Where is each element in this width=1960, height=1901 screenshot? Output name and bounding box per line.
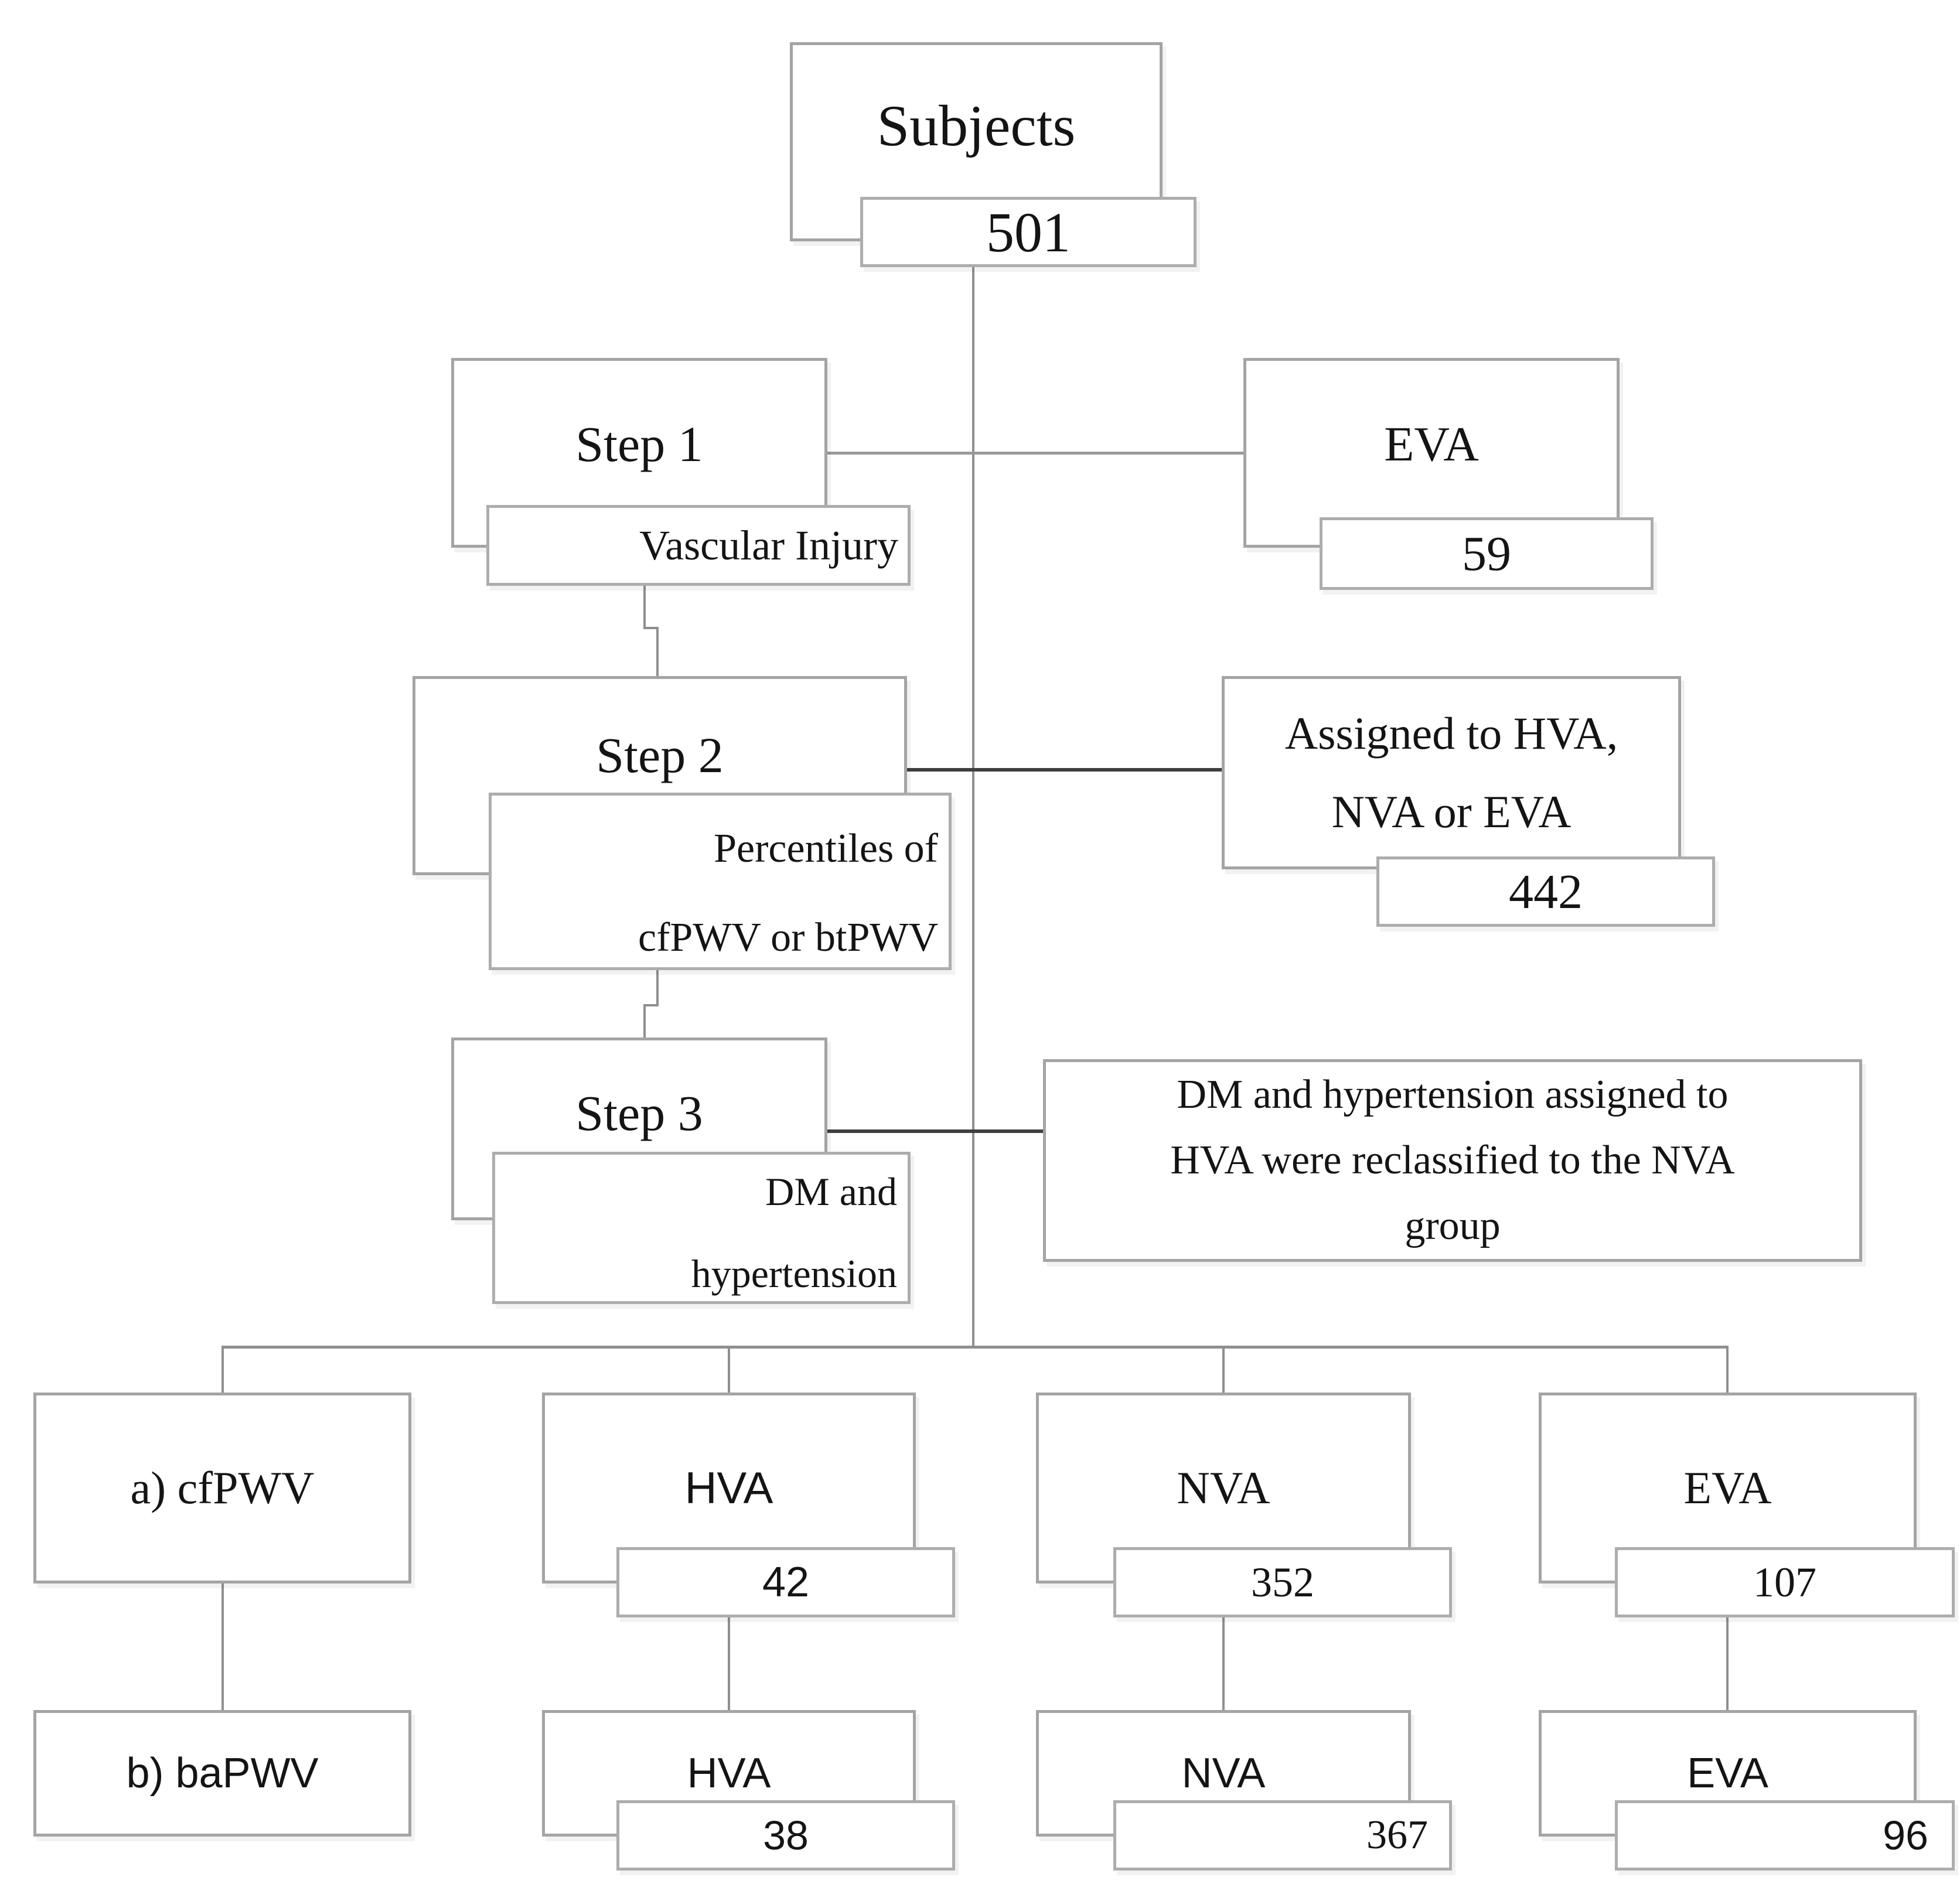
row-b-nva-count-box: 367: [1113, 1800, 1452, 1871]
row-b-hva-label: HVA: [687, 1750, 771, 1797]
row-b-hva-count: 38: [763, 1813, 809, 1858]
row-b-hva-count-box: 38: [616, 1800, 955, 1871]
assigned-label-line1: Assigned to HVA,: [1284, 708, 1618, 759]
row-a-eva-count: 107: [1753, 1558, 1816, 1606]
step1-sublabel: Vascular Injury: [639, 521, 898, 569]
row-b-nva-label: NVA: [1181, 1750, 1266, 1797]
step2-sublabel-line1: Percentiles of: [714, 825, 938, 871]
step3-sublabel-line2: hypertension: [691, 1251, 897, 1296]
reclassified-line3: group: [1405, 1203, 1501, 1248]
eva-initial-label: EVA: [1384, 417, 1479, 472]
connector-step2-step3-segment-1: [656, 969, 659, 1006]
connector-drop-nva: [1222, 1346, 1225, 1394]
eva-initial-count-box: 59: [1320, 517, 1654, 590]
connector-step1-step2-segment-2: [643, 627, 659, 629]
assigned-count-box: 442: [1376, 856, 1715, 927]
row-a-header-label: a) cfPWV: [130, 1462, 315, 1513]
connector-step1-step2-segment-3: [656, 627, 659, 677]
row-a-hva-count: 42: [762, 1559, 810, 1606]
connector-step3-reclassified: [827, 1129, 1043, 1133]
step2-label: Step 2: [596, 727, 724, 783]
subjects-count: 501: [986, 200, 1071, 264]
reclassified-line1: DM and hypertension assigned to: [1177, 1072, 1729, 1117]
row-a-eva-count-box: 107: [1615, 1547, 1955, 1617]
eva-initial-count: 59: [1462, 526, 1511, 581]
row-a-eva-label: EVA: [1683, 1462, 1772, 1513]
connector-drop-hva: [728, 1346, 730, 1394]
assigned-label-line2: NVA or EVA: [1331, 786, 1572, 837]
row-a-nva-label: NVA: [1177, 1462, 1270, 1513]
row-b-header-box: b) baPWV: [33, 1710, 411, 1837]
connector-row-a-to-b-nva: [1222, 1616, 1225, 1711]
assigned-count: 442: [1509, 864, 1583, 919]
reclassified-note-box: DM and hypertension assigned to HVA were…: [1043, 1059, 1862, 1262]
step1-label: Step 1: [575, 416, 703, 472]
connector-row-a-to-b-eva: [1726, 1616, 1729, 1711]
row-b-eva-count-box: 96: [1615, 1800, 1955, 1871]
row-a-nva-count: 352: [1251, 1558, 1314, 1606]
step3-sublabel-line1: DM and: [765, 1169, 897, 1214]
row-b-eva-label: EVA: [1687, 1750, 1768, 1797]
row-a-hva-count-box: 42: [616, 1547, 955, 1617]
reclassified-line2: HVA were reclassified to the NVA: [1170, 1138, 1735, 1183]
connector-step1-step2-segment-1: [643, 585, 646, 629]
step2-sublabel-box: Percentiles of cfPWV or btPWV: [489, 793, 952, 970]
connector-distribution-bar: [221, 1346, 1729, 1349]
row-a-hva-label: HVA: [684, 1463, 773, 1513]
connector-step2-step3-segment-2: [643, 1004, 659, 1006]
connector-step2-assigned: [907, 768, 1222, 772]
step3-label: Step 3: [575, 1084, 703, 1141]
assigned-box: Assigned to HVA, NVA or EVA: [1222, 676, 1681, 869]
connector-subjects-trunk: [972, 265, 974, 1348]
connector-drop-eva: [1726, 1346, 1729, 1394]
step1-sublabel-box: Vascular Injury: [486, 505, 911, 586]
connector-step2-step3-segment-3: [643, 1004, 646, 1039]
step2-sublabel-line2: cfPWV or btPWV: [638, 914, 938, 960]
subjects-count-box: 501: [860, 197, 1197, 267]
connector-drop-cfpwv: [221, 1346, 224, 1394]
subjects-label: Subjects: [877, 93, 1076, 158]
step3-sublabel-box: DM and hypertension: [492, 1152, 911, 1304]
row-a-header-box: a) cfPWV: [33, 1393, 411, 1583]
connector-step1-eva: [827, 452, 1243, 455]
row-b-header-label: b) baPWV: [126, 1750, 319, 1797]
eva-initial-box: EVA: [1243, 358, 1620, 548]
row-a-nva-count-box: 352: [1113, 1547, 1452, 1617]
row-b-nva-count: 367: [1366, 1813, 1428, 1858]
row-b-eva-count: 96: [1883, 1813, 1928, 1858]
connector-row-a-to-b-header: [221, 1582, 224, 1711]
connector-row-a-to-b-hva: [728, 1616, 730, 1711]
